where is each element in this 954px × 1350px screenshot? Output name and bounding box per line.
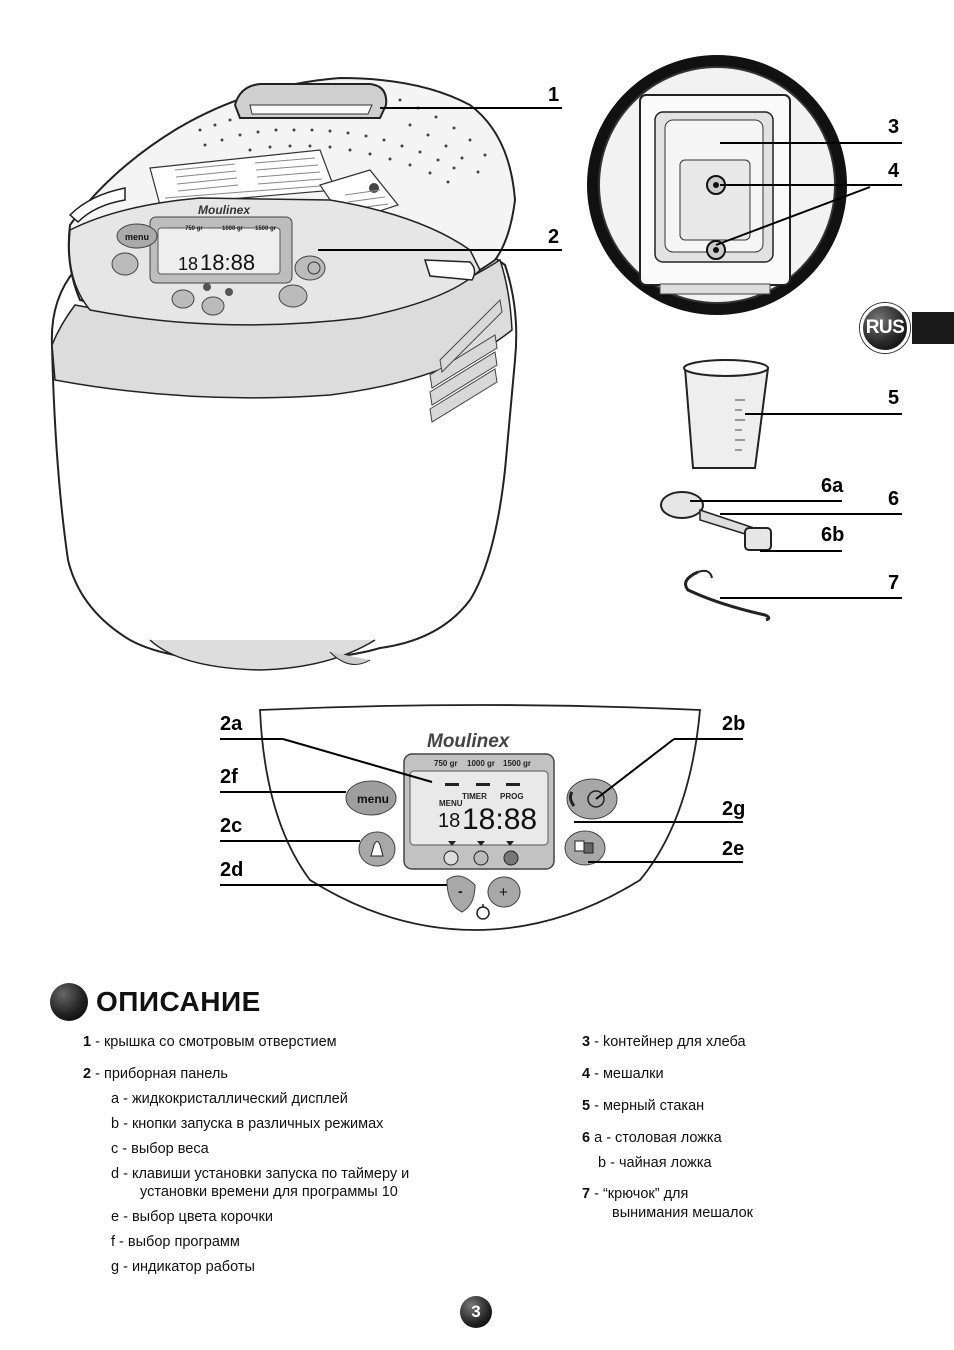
callout-1: 1: [548, 84, 559, 106]
item-text: - мешалки: [594, 1066, 664, 1082]
callout-2e: 2e: [722, 838, 744, 860]
item-2b: b - кнопки запуска в различных режимах: [111, 1116, 384, 1132]
item-text: - мерный стакан: [594, 1098, 705, 1114]
item-2c: c - выбор веса: [111, 1141, 209, 1157]
callout-2a: 2a: [220, 713, 243, 735]
svg-text:750 gr: 750 gr: [185, 226, 203, 232]
item-text: - “крючок” для: [594, 1186, 689, 1202]
bread-maker-illustration: Moulinex 750 gr 1000 gr 1500 gr 18 18:88…: [50, 55, 902, 671]
item-4: 4 - мешалки: [582, 1067, 664, 1082]
language-tab-bar: [912, 312, 954, 344]
svg-text:18:88: 18:88: [200, 250, 255, 275]
item-2g: g - индикатор работы: [111, 1259, 255, 1275]
callout-6: 6: [888, 488, 899, 510]
item-6: 6 a - столовая ложка: [582, 1131, 722, 1146]
item-6b: b - чайная ложка: [598, 1155, 712, 1171]
callout-2f: 2f: [220, 766, 238, 788]
item-5: 5 - мерный стакан: [582, 1099, 704, 1114]
section-title: ОПИСАНИЕ: [96, 986, 261, 1017]
menu-button-label: menu: [357, 792, 389, 806]
item-2: 2 - приборная панель: [83, 1067, 228, 1082]
lcd-timer-label: TIMER: [462, 792, 487, 801]
item-text: - kонтейнер для хлеба: [594, 1034, 746, 1050]
svg-text:1000 gr: 1000 gr: [222, 226, 244, 232]
control-panel-illustration: Moulinex 750 gr 1000 gr 1500 gr MENU TIM…: [220, 704, 745, 931]
item-1: 1 - крышка со смотровым отверстием: [83, 1035, 337, 1050]
weight-750: 750 gr: [434, 759, 458, 768]
lcd-time-digits: 18:88: [462, 803, 537, 836]
item-text: a - столовая ложка: [594, 1130, 722, 1146]
svg-text:Moulinex: Moulinex: [198, 203, 251, 217]
minus-button-label: -: [458, 883, 463, 899]
item-2d: d - клавиши установки запуска по таймеру…: [111, 1166, 410, 1182]
item-number: 5: [582, 1098, 591, 1114]
callout-2d: 2d: [220, 859, 243, 881]
callout-7: 7: [888, 572, 899, 594]
item-number: 3: [582, 1034, 591, 1050]
svg-text:18: 18: [178, 254, 198, 274]
callout-3: 3: [888, 116, 899, 138]
item-3: 3 - kонтейнер для хлеба: [582, 1035, 746, 1050]
callout-2: 2: [548, 226, 559, 248]
plus-button-label: +: [499, 884, 508, 901]
brand-logo-text: Moulinex: [427, 731, 511, 752]
svg-text:1500 gr: 1500 gr: [255, 226, 277, 232]
callout-6b: 6b: [821, 524, 844, 546]
item-text: - приборная панель: [95, 1066, 228, 1082]
lcd-menu-label: MENU: [439, 799, 463, 808]
callout-5: 5: [888, 387, 899, 409]
section-heading: ОПИСАНИЕ: [50, 982, 261, 1022]
item-7-cont: вынимания мешалок: [612, 1205, 754, 1221]
item-2f: f - выбор программ: [111, 1234, 240, 1250]
item-number: 6: [582, 1130, 591, 1146]
callout-6a: 6a: [821, 475, 844, 497]
item-text: - крышка со смотровым отверстием: [95, 1034, 337, 1050]
item-7: 7 - “крючок” для: [582, 1187, 688, 1202]
svg-text:menu: menu: [125, 232, 149, 242]
item-number: 2: [83, 1066, 92, 1082]
language-tab-rus: RUS: [860, 303, 910, 353]
weight-1000: 1000 gr: [467, 759, 495, 768]
lcd-prog-label: PROG: [500, 792, 524, 801]
callout-2g: 2g: [722, 798, 745, 820]
callout-2c: 2c: [220, 815, 242, 837]
item-number: 4: [582, 1066, 591, 1082]
page-number: 3: [460, 1296, 492, 1328]
item-2e: e - выбор цвета корочки: [111, 1209, 273, 1225]
item-2d-cont: установки времени для программы 10: [140, 1184, 398, 1200]
callout-4: 4: [888, 160, 900, 182]
item-number: 1: [83, 1034, 92, 1050]
callout-2b: 2b: [722, 713, 745, 735]
item-2a: a - жидкокристаллический дисплей: [111, 1091, 348, 1107]
item-number: 7: [582, 1186, 591, 1202]
heading-bullet-icon: [50, 983, 88, 1021]
weight-1500: 1500 gr: [503, 759, 531, 768]
lcd-menu-digits: 18: [438, 810, 460, 832]
